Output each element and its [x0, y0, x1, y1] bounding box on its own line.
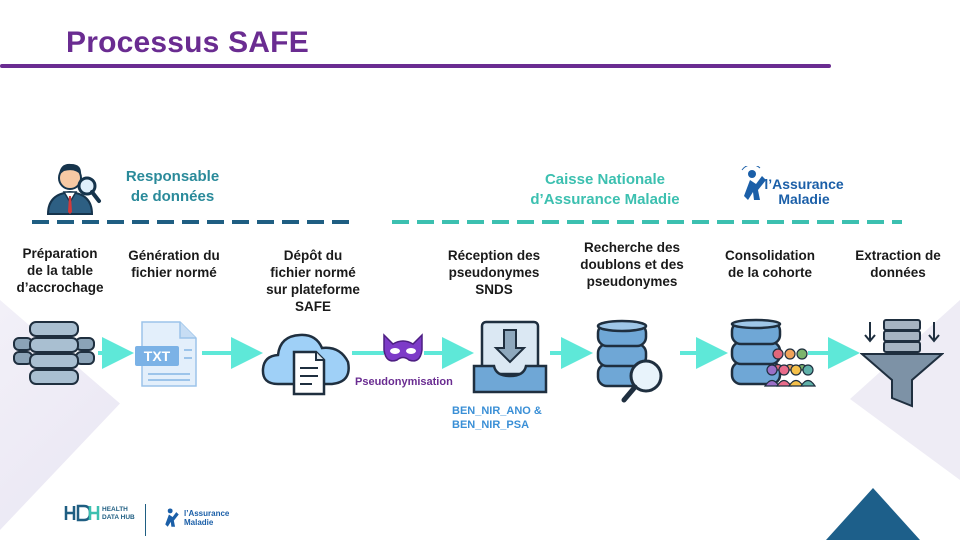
- footer-assurance-maladie-emblem-icon: [165, 508, 179, 527]
- step-label-line: sur plateforme: [266, 282, 360, 297]
- step-label-line: doublons et des: [580, 257, 684, 272]
- decorative-triangle: [826, 488, 920, 540]
- step-label-line: Recherche des: [583, 240, 681, 255]
- cloud-document-icon: [261, 333, 350, 396]
- health-data-hub-logo-icon: [64, 504, 100, 522]
- actor-label-line: Caisse Nationale: [544, 171, 666, 188]
- title-underline: [0, 64, 831, 68]
- step-label-line: fichier normé: [270, 265, 356, 280]
- ben-nir-label-line: BEN_NIR_ANO &: [452, 405, 542, 417]
- server-funnel-icon: [860, 319, 944, 408]
- footer-divider: [145, 504, 146, 536]
- database-search-icon: [596, 319, 663, 403]
- actor-cnam: Caisse Nationale d’Assurance Maladie: [510, 170, 700, 210]
- step-label-2: Génération du fichier normé: [112, 247, 236, 281]
- database-people-icon: [730, 318, 817, 387]
- assurance-logo-text: Maladie: [778, 191, 830, 207]
- step-label-line: pseudonymes: [586, 274, 678, 289]
- footer-logo-text: DATA HUB: [102, 514, 135, 521]
- data-manager-person-icon: [46, 163, 101, 215]
- step-label-line: pseudonymes: [448, 265, 540, 280]
- step-label-line: de la cohorte: [727, 265, 813, 280]
- step-label-line: de la table: [26, 263, 94, 278]
- flow-arrows: [98, 337, 860, 369]
- txt-file-icon: TXT: [135, 321, 197, 387]
- step-label-line: SNDS: [475, 282, 513, 297]
- step-label-line: Préparation: [22, 246, 98, 261]
- footer-assurance-maladie-text: l’Assurance Maladie: [184, 509, 229, 527]
- actor-label-line: Responsable: [125, 168, 220, 185]
- step-label-line: Extraction de: [855, 248, 941, 263]
- actor-label-line: de données: [130, 188, 215, 205]
- step-label-line: Réception des: [447, 248, 541, 263]
- step-label-4: Réception des pseudonymes SNDS: [430, 247, 558, 298]
- step-label-line: SAFE: [294, 299, 331, 314]
- footer-logo-text: l’Assurance: [184, 509, 230, 518]
- step-label-3: Dépôt du fichier normé sur plateforme SA…: [250, 247, 376, 315]
- health-data-hub-text: HEALTH DATA HUB: [102, 506, 135, 522]
- step-label-line: données: [870, 265, 926, 280]
- ben-nir-label: BEN_NIR_ANO & BEN_NIR_PSA: [452, 404, 562, 432]
- actor-responsable-donnees: Responsable de données: [110, 167, 235, 207]
- actor-label-line: d’Assurance Maladie: [530, 191, 680, 208]
- step-label-line: Génération du: [128, 248, 220, 263]
- assurance-maladie-emblem-icon: [741, 166, 766, 200]
- footer-logo-text: HEALTH: [102, 506, 128, 513]
- actor-separators: [32, 220, 902, 224]
- step-label-6: Consolidation de la cohorte: [707, 247, 833, 281]
- pseudonymisation-label: Pseudonymisation: [355, 376, 453, 388]
- step-label-1: Préparation de la table d’accrochage: [4, 245, 116, 296]
- svg-text:TXT: TXT: [144, 348, 171, 364]
- ben-nir-label-line: BEN_NIR_PSA: [452, 419, 530, 431]
- step-label-line: Dépôt du: [283, 248, 343, 263]
- step-label-line: fichier normé: [131, 265, 217, 280]
- database-stack-icon: [13, 321, 95, 385]
- assurance-logo-text: l’Assurance: [764, 176, 844, 192]
- step-label-5: Recherche des doublons et des pseudonyme…: [565, 239, 699, 290]
- inbox-download-icon: [472, 320, 548, 394]
- assurance-maladie-logo: l’Assurance Maladie: [740, 160, 860, 210]
- page-title: Processus SAFE: [66, 26, 309, 59]
- step-label-line: d’accrochage: [16, 280, 104, 295]
- mask-icon: [383, 333, 423, 362]
- step-label-line: Consolidation: [725, 248, 815, 263]
- step-label-7: Extraction de données: [838, 247, 958, 281]
- footer-logo-text: Maladie: [184, 518, 214, 527]
